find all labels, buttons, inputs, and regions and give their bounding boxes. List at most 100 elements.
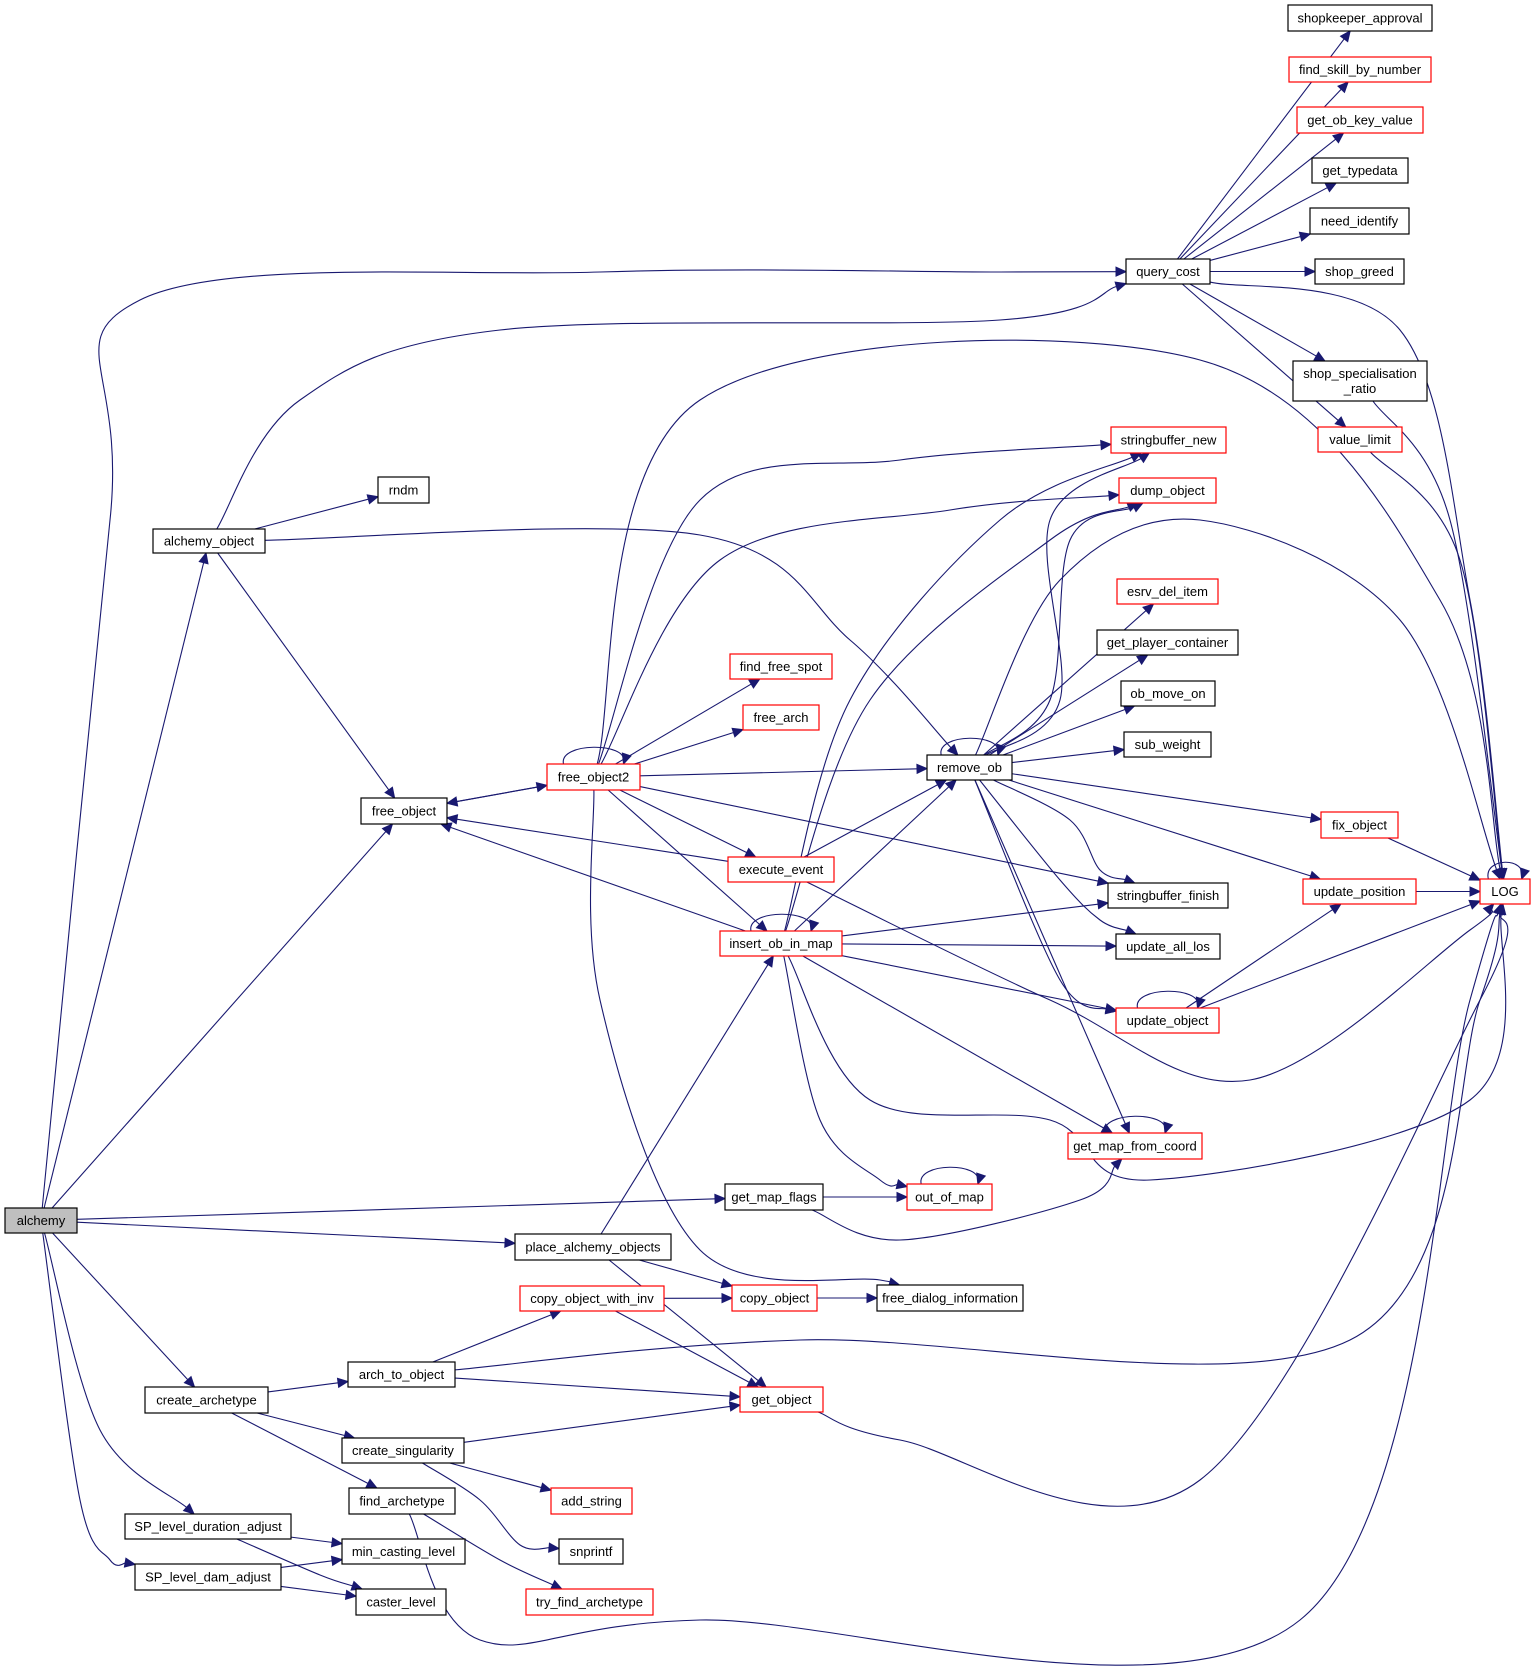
- arrowhead-icon: [365, 1478, 378, 1489]
- node-find-skill-by-number[interactable]: find_skill_by_number: [1288, 56, 1432, 83]
- node-place-alchemy-objects[interactable]: place_alchemy_objects: [514, 1233, 672, 1261]
- arrowhead-icon: [1492, 902, 1503, 916]
- node-get-ob-key-value[interactable]: get_ob_key_value: [1296, 106, 1424, 134]
- arrowhead-icon: [721, 1292, 734, 1304]
- node-sub-weight[interactable]: sub_weight: [1123, 731, 1212, 758]
- node-copy-object-with-inv[interactable]: copy_object_with_inv: [519, 1285, 665, 1312]
- node-shop-greed[interactable]: shop_greed: [1314, 258, 1405, 285]
- node-value-limit[interactable]: value_limit: [1317, 426, 1403, 453]
- edge-free_object2-to-stringbuffer_new: [597, 439, 1113, 765]
- node-caster-level[interactable]: caster_level: [355, 1588, 447, 1616]
- node-arch-to-object[interactable]: arch_to_object: [347, 1361, 456, 1388]
- node-update-all-los[interactable]: update_all_los: [1115, 933, 1221, 960]
- node-box: [1314, 258, 1405, 285]
- edge-execute_event-to-LOG: [806, 881, 1495, 1082]
- node-box: [1320, 811, 1399, 839]
- node-box: [1115, 933, 1221, 960]
- edge-line: [1185, 908, 1334, 1009]
- node-label: copy_object: [740, 1291, 810, 1306]
- node-box: [906, 1183, 993, 1211]
- edge-line: [254, 498, 370, 530]
- arrowhead-icon: [1313, 351, 1326, 362]
- node-label: value_limit: [1329, 432, 1391, 447]
- node-stringbuffer-finish[interactable]: stringbuffer_finish: [1107, 882, 1229, 909]
- arrowhead-icon: [729, 1390, 742, 1402]
- edge-line: [52, 1232, 189, 1381]
- edge-line: [455, 818, 729, 862]
- edge-free_object2-to-free_object: [445, 784, 548, 807]
- node-sp-level-duration-adjust[interactable]: SP_level_duration_adjust: [124, 1513, 292, 1540]
- node-snprintf[interactable]: snprintf: [558, 1538, 624, 1565]
- edge-line: [993, 779, 1127, 881]
- node-shop-specialisation-ratio[interactable]: shop_specialisation_ratio: [1292, 360, 1428, 402]
- edge-line: [408, 912, 1499, 1666]
- arrowhead-icon: [1100, 439, 1113, 451]
- node-find-archetype[interactable]: find_archetype: [348, 1487, 456, 1515]
- edge-line: [619, 789, 748, 854]
- arrowhead-icon: [896, 1191, 909, 1203]
- node-copy-object[interactable]: copy_object: [731, 1284, 818, 1312]
- arrowhead-icon: [550, 1579, 563, 1590]
- node-insert-ob-in-map[interactable]: insert_ob_in_map: [719, 930, 843, 957]
- node-update-object[interactable]: update_object: [1115, 1007, 1220, 1034]
- node-get-player-container[interactable]: get_player_container: [1096, 629, 1239, 656]
- node-fix-object[interactable]: fix_object: [1320, 811, 1399, 839]
- node-rndm[interactable]: rndm: [377, 476, 430, 504]
- edge-copy_object_with_inv-to-copy_object: [663, 1292, 734, 1304]
- arrowhead-icon: [1329, 903, 1342, 915]
- node-box: [152, 528, 266, 554]
- edge-line: [783, 955, 899, 1187]
- node-label: get_ob_key_value: [1307, 113, 1413, 128]
- node-get-map-from-coord[interactable]: get_map_from_coord: [1067, 1132, 1203, 1160]
- node-dump-object[interactable]: dump_object: [1118, 477, 1217, 504]
- node-min-casting-level[interactable]: min_casting_level: [341, 1538, 466, 1565]
- node-query-cost[interactable]: query_cost: [1125, 258, 1211, 285]
- edge-remove_ob-to-ob_move_on: [1002, 704, 1136, 756]
- node-free-object2[interactable]: free_object2: [546, 763, 641, 791]
- edge-line: [1104, 1115, 1166, 1134]
- node-create-archetype[interactable]: create_archetype: [144, 1386, 269, 1414]
- node-try-find-archetype[interactable]: try_find_archetype: [525, 1588, 654, 1616]
- node-box: [1125, 258, 1211, 285]
- node-execute-event[interactable]: execute_event: [727, 856, 835, 883]
- node-get-object[interactable]: get_object: [739, 1386, 824, 1413]
- edge-remove_ob-to-update_object: [974, 779, 1118, 1015]
- node-box: [926, 754, 1013, 781]
- node-get-map-flags[interactable]: get_map_flags: [724, 1183, 824, 1211]
- node-shopkeeper-approval[interactable]: shopkeeper_approval: [1287, 4, 1433, 32]
- node-free-object[interactable]: free_object: [360, 797, 448, 825]
- node-label: free_object: [372, 804, 437, 819]
- node-out-of-map[interactable]: out_of_map: [906, 1183, 993, 1211]
- node-free-dialog-information[interactable]: free_dialog_information: [876, 1284, 1024, 1312]
- node-alchemy-object[interactable]: alchemy_object: [152, 528, 266, 554]
- node-need-identify[interactable]: need_identify: [1309, 207, 1410, 235]
- node-label: remove_ob: [937, 760, 1002, 775]
- edge-line: [42, 1232, 127, 1566]
- node-add-string[interactable]: add_string: [550, 1487, 633, 1515]
- edge-arch_to_object-to-get_object: [454, 1377, 742, 1402]
- arrowhead-icon: [182, 1503, 195, 1515]
- node-find-free-spot[interactable]: find_free_spot: [729, 653, 833, 680]
- node-esrv-del-item[interactable]: esrv_del_item: [1116, 578, 1219, 605]
- edge-line: [280, 1560, 334, 1569]
- arrowhead-icon: [548, 1542, 561, 1553]
- node-free-arch[interactable]: free_arch: [742, 704, 820, 731]
- node-create-singularity[interactable]: create_singularity: [341, 1437, 465, 1464]
- node-alchemy[interactable]: alchemy: [4, 1207, 78, 1234]
- arrowhead-icon: [336, 1377, 350, 1389]
- arrowhead-icon: [366, 494, 380, 505]
- arrowhead-icon: [1304, 266, 1317, 277]
- edge-line: [841, 955, 1108, 1010]
- arrowhead-icon: [1110, 1158, 1123, 1171]
- node-update-position[interactable]: update_position: [1302, 878, 1417, 905]
- node-get-typedata[interactable]: get_typedata: [1311, 157, 1409, 184]
- edge-line: [802, 955, 1105, 1130]
- node-box: [724, 1183, 824, 1211]
- node-stringbuffer-new[interactable]: stringbuffer_new: [1110, 426, 1227, 454]
- node-label: stringbuffer_new: [1121, 433, 1217, 448]
- node-sp-level-dam-adjust[interactable]: SP_level_dam_adjust: [134, 1563, 282, 1591]
- node-ob-move-on[interactable]: ob_move_on: [1120, 680, 1216, 707]
- edge-free_object2-to-remove_ob: [639, 763, 929, 777]
- node-log[interactable]: LOG: [1479, 878, 1531, 905]
- node-remove-ob[interactable]: remove_ob: [926, 754, 1013, 781]
